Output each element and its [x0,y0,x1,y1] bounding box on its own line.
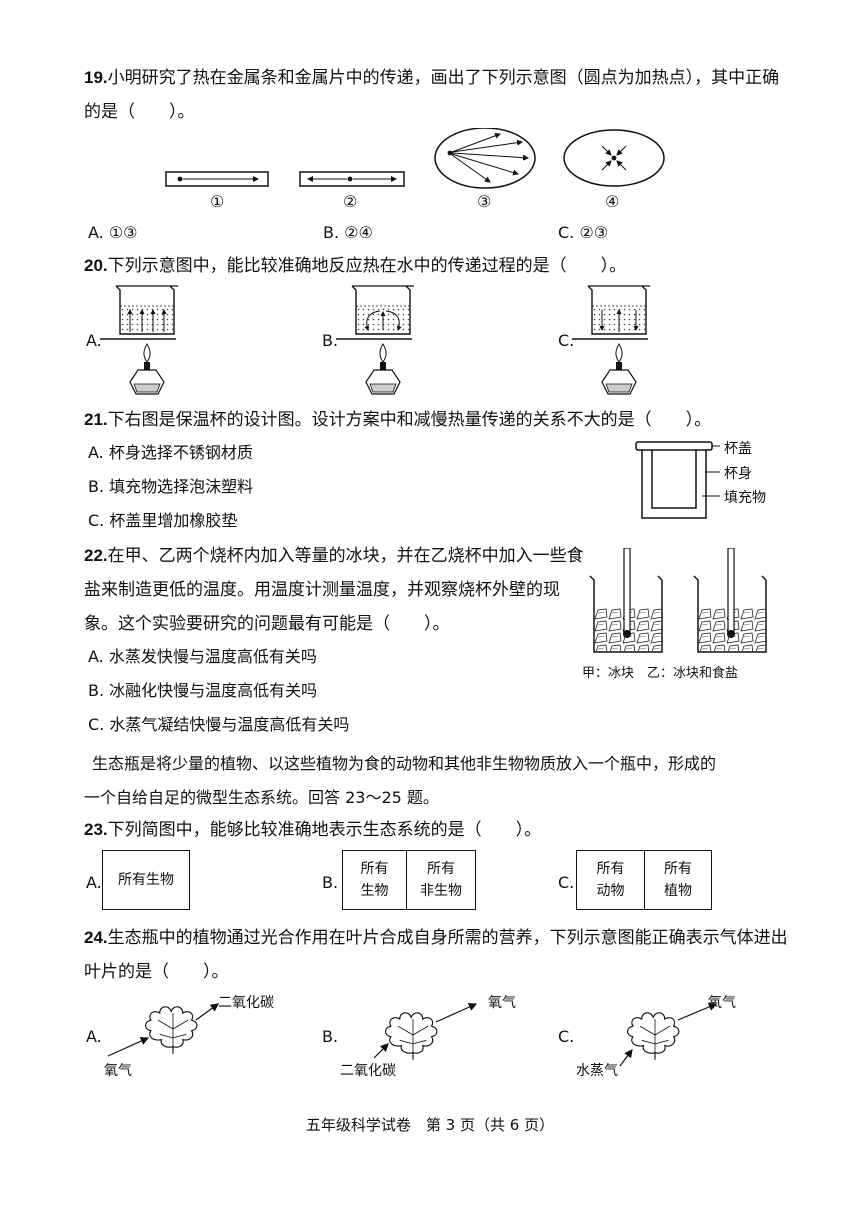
q21-option-c: C. 杯盖里增加橡胶垫 [88,511,238,530]
q22-text1: 在甲、乙两个烧杯内加入等量的冰块，并在乙烧杯中加入一些食 [107,546,584,566]
q23-b-left-2: 生物 [360,883,389,899]
q22-line3: 象。这个实验要研究的问题最有可能是（ ）。 [84,614,450,634]
q24-b-out-label: 氧气 [488,995,516,1011]
q23-box-c: 所有动物 所有植物 [576,850,712,910]
q19-option-a: A. ①③ [88,223,138,242]
leaf-diagram-a [107,1003,219,1057]
ecosystem-intro-line1: 生态瓶是将少量的植物、以这些植物为食的动物和其他非生物物质放入一个瓶中，形成的 [92,754,717,773]
ice-beakers-diagram [589,548,767,653]
label-lid: 杯盖 [724,441,752,457]
q24-option-c: C. [558,1027,575,1046]
q23-box-c-left: 所有动物 [577,851,645,909]
q24-option-b: B. [322,1027,339,1046]
q19-option-b: B. ②④ [323,223,373,242]
q23-line: 23.下列简图中，能够比较准确地表示生态系统的是（ ）。 [84,818,541,842]
q22-option-b: B. 冰融化快慢与温度高低有关吗 [88,681,318,700]
q22-caption: 甲：冰块 乙：冰块和食盐 [582,666,739,681]
q23-number: 23. [84,820,108,839]
q23-option-b: B. [322,873,339,892]
metal-plate-diagram-3 [434,128,536,189]
page-footer: 五年级科学试卷 第 3 页（共 6 页） [305,1116,555,1134]
leaf-diagram-b [373,1003,478,1061]
q23-b-left-1: 所有 [360,861,389,877]
label-body: 杯身 [724,466,752,482]
q24-leaf-diagrams [107,1002,718,1067]
q20-option-c: C. [558,331,575,350]
q19-number: 19. [84,68,108,87]
q24-line1: 24.生态瓶中的植物通过光合作用在叶片合成自身所需的营养，下列示意图能正确表示气… [84,926,788,950]
q23-c-right-1: 所有 [664,861,692,877]
q22-number: 22. [84,546,108,565]
beaker-jia [589,548,663,653]
q23-box-b-right: 所有非生物 [407,851,475,909]
q19-label-4: ④ [605,192,620,211]
beaker-b [336,285,414,395]
q23-b-right-1: 所有 [427,861,455,877]
q24-c-in-label: 水蒸气 [576,1063,618,1079]
metal-plate-diagram-4 [563,129,665,187]
q24-line2: 叶片的是（ ）。 [84,962,229,982]
q21-number: 21. [84,410,108,429]
q23-b-right-2: 非生物 [420,883,462,899]
q19-line1: 19.小明研究了热在金属条和金属片中的传递，画出了下列示意图（圆点为加热点），其… [84,66,779,90]
q19-text: 小明研究了热在金属条和金属片中的传递，画出了下列示意图（圆点为加热点），其中正确 [107,68,780,88]
q19-diagrams [165,128,665,189]
q24-number: 24. [84,928,108,947]
q21-option-b: B. 填充物选择泡沫塑料 [88,477,254,496]
q19-option-c: C. ②③ [558,223,609,242]
q24-b-in-label: 二氧化碳 [340,1063,396,1079]
metal-bar-diagram-1 [165,171,269,187]
q23-box-b: 所有生物 所有非生物 [342,850,476,910]
q22-option-a: A. 水蒸发快慢与温度高低有关吗 [88,647,317,666]
q20-number: 20. [84,256,108,275]
q23-box-b-left: 所有生物 [343,851,407,909]
q19-line2: 的是（ ）。 [84,102,195,122]
q23-c-left-1: 所有 [596,861,625,877]
q23-box-c-right: 所有植物 [645,851,711,909]
q24-c-out-label: 氧气 [708,995,736,1011]
q19-label-2: ② [343,192,358,211]
q20-option-a: A. [86,331,102,350]
q24-option-a: A. [86,1027,102,1046]
q23-box-a-text: 所有生物 [118,872,174,888]
beaker-yi [693,548,767,653]
q19-label-3: ③ [477,192,492,211]
leaf-diagram-c [619,1002,718,1067]
q20-diagrams [100,285,650,395]
thermos-cup-diagram [635,441,720,519]
q20-line: 20.下列示意图中，能比较准确地反应热在水中的传递过程的是（ ）。 [84,254,626,278]
q20-text: 下列示意图中，能比较准确地反应热在水中的传递过程的是（ ）。 [107,256,627,276]
label-filler: 填充物 [724,490,766,506]
q21-text: 下右图是保温杯的设计图。设计方案中和减慢热量传递的关系不大的是（ ）。 [107,410,712,430]
q22-line1: 22.在甲、乙两个烧杯内加入等量的冰块，并在乙烧杯中加入一些食 [84,544,584,568]
q22-option-c: C. 水蒸气凝结快慢与温度高低有关吗 [88,715,350,734]
q23-text: 下列简图中，能够比较准确地表示生态系统的是（ ）。 [107,820,542,840]
q23-option-a: A. [86,873,102,892]
beaker-a [100,285,178,395]
q24-text: 生态瓶中的植物通过光合作用在叶片合成自身所需的营养，下列示意图能正确表示气体进出 [107,928,788,948]
q23-box-a: 所有生物 [102,850,190,910]
metal-bar-diagram-2 [299,171,405,187]
q24-a-out-label: 二氧化碳 [218,995,274,1011]
ecosystem-intro-line2: 一个自给自足的微型生态系统。回答 23～25 题。 [84,788,439,807]
beaker-c [572,285,650,395]
q23-c-right-2: 植物 [664,883,692,899]
q21-line: 21.下右图是保温杯的设计图。设计方案中和减慢热量传递的关系不大的是（ ）。 [84,408,711,432]
q19-label-1: ① [210,192,225,211]
q20-option-b: B. [322,331,339,350]
q24-a-in-label: 氧气 [104,1063,132,1079]
q23-option-c: C. [558,873,575,892]
q21-option-a: A. 杯身选择不锈钢材质 [88,443,253,462]
q22-line2: 盐来制造更低的温度。用温度计测量温度，并观察烧杯外壁的现 [84,580,560,600]
q23-c-left-2: 动物 [596,883,625,899]
